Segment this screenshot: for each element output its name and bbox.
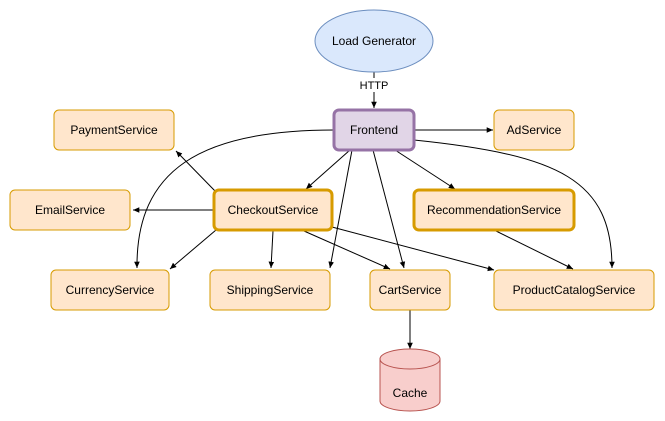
node-frontend[interactable]: Frontend bbox=[332, 108, 416, 152]
edge-recommendationservice-productcatalogservice bbox=[493, 229, 574, 270]
edge-checkoutservice-currencyservice bbox=[169, 229, 217, 270]
edge-frontend-shippingservice bbox=[328, 149, 353, 269]
edge-checkoutservice-productcatalogservice bbox=[331, 226, 495, 272]
edge-frontend-productcatalogservice bbox=[413, 139, 615, 269]
edge-checkoutservice-paymentservice bbox=[175, 150, 217, 193]
node-load-generator[interactable]: Load Generator bbox=[314, 9, 434, 73]
node-label: CheckoutService bbox=[228, 203, 319, 217]
edges: HTTP bbox=[133, 72, 615, 349]
node-label: PaymentService bbox=[70, 123, 158, 137]
edge-checkoutservice-cartservice bbox=[303, 230, 391, 270]
nodes: Load Generator Frontend PaymentService A… bbox=[9, 9, 655, 412]
node-label: EmailService bbox=[35, 203, 105, 217]
node-label: AdService bbox=[507, 123, 562, 137]
node-payment-service[interactable]: PaymentService bbox=[53, 109, 175, 151]
node-label: ShippingService bbox=[227, 283, 314, 297]
node-label: CartService bbox=[379, 283, 442, 297]
node-recommendation-service[interactable]: RecommendationService bbox=[412, 188, 576, 232]
node-label: RecommendationService bbox=[427, 203, 561, 217]
edge-frontend-cartservice bbox=[372, 149, 406, 269]
node-label: Load Generator bbox=[332, 34, 416, 48]
node-cart-service[interactable]: CartService bbox=[369, 269, 451, 311]
edge-checkoutservice-shippingservice bbox=[268, 230, 275, 269]
edge-label-bg bbox=[358, 78, 390, 92]
edge-frontend-recommendationservice bbox=[394, 149, 456, 190]
node-label: Cache bbox=[393, 386, 428, 400]
edge-label-http: HTTP bbox=[360, 80, 389, 92]
edge-frontend-currencyservice bbox=[134, 129, 335, 269]
node-label: CurrencyService bbox=[66, 283, 155, 297]
node-checkout-service[interactable]: CheckoutService bbox=[212, 188, 334, 232]
node-email-service[interactable]: EmailService bbox=[9, 189, 131, 231]
node-ad-service[interactable]: AdService bbox=[493, 109, 575, 151]
node-label: Frontend bbox=[350, 123, 398, 137]
node-label: ProductCatalogService bbox=[513, 283, 636, 297]
node-shipping-service[interactable]: ShippingService bbox=[209, 269, 331, 311]
node-cache[interactable]: Cache bbox=[379, 348, 441, 412]
node-currency-service[interactable]: CurrencyService bbox=[50, 269, 170, 311]
edge-frontend-checkoutservice bbox=[305, 149, 351, 190]
node-product-catalog-service[interactable]: ProductCatalogService bbox=[493, 269, 655, 311]
